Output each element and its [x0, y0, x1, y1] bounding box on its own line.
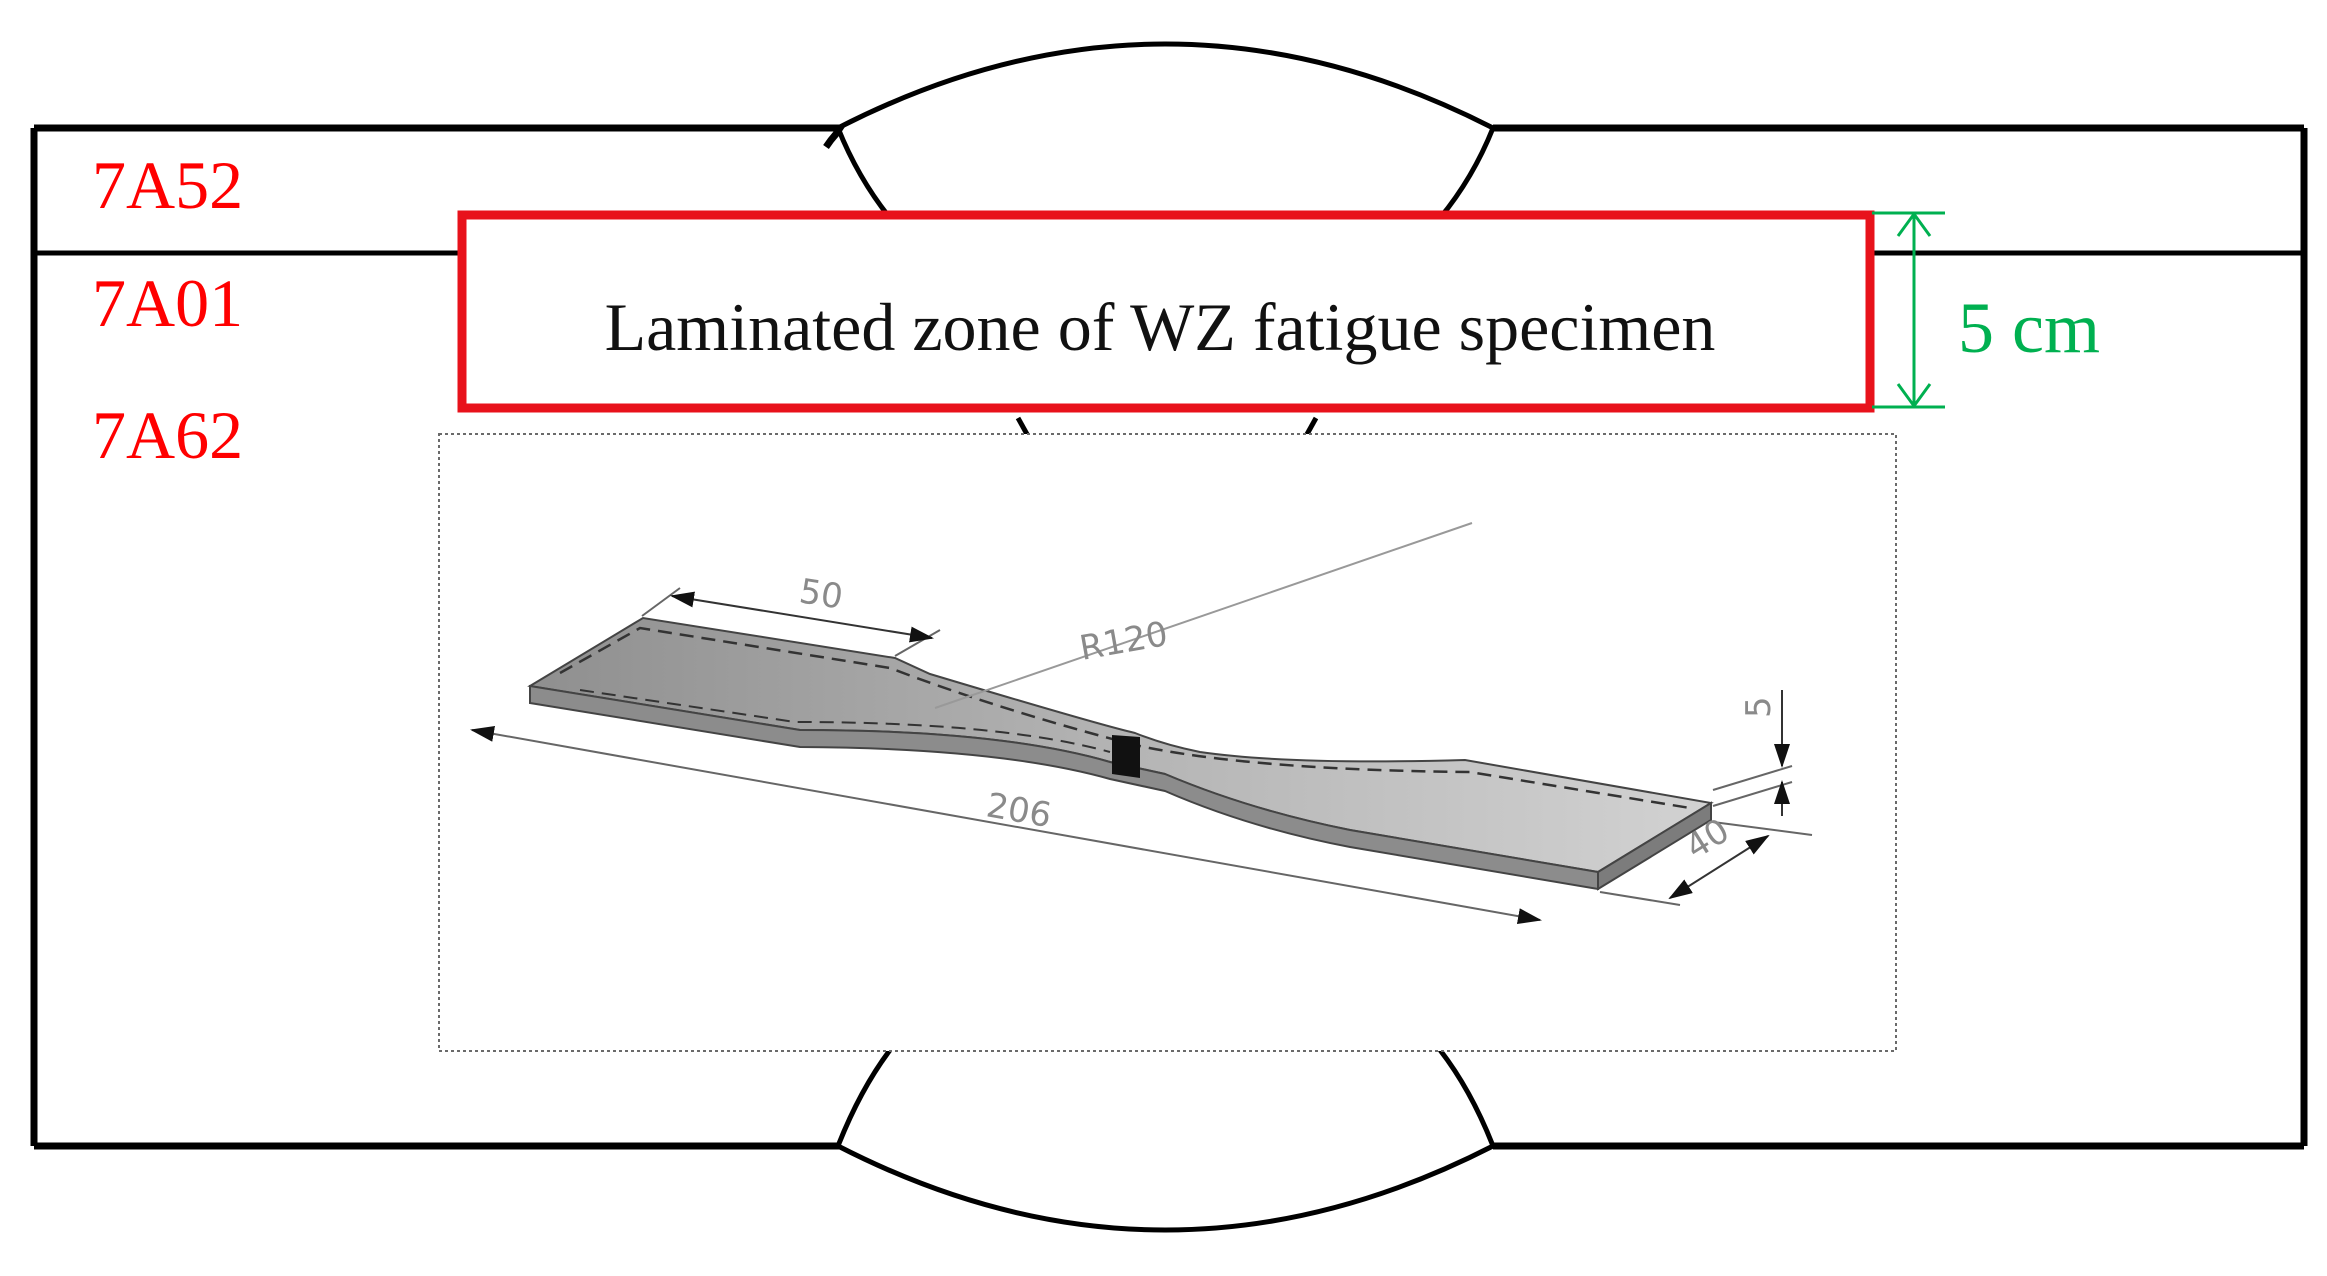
weld-zone-mid-left [1015, 416, 1031, 438]
weld-zone-mid-right [1303, 416, 1319, 438]
layer-label-7a62: 7A62 [92, 397, 243, 473]
layer-label-7a52: 7A52 [92, 147, 243, 223]
weld-bulge-bottom [836, 1143, 1495, 1233]
radius-leader-line [934, 522, 1473, 709]
specimen-right-edge [1597, 801, 1712, 891]
weld-stripe [1112, 735, 1140, 778]
total-length-dim-line [470, 725, 1542, 925]
weld-zone-bottom-left-edge [835, 1048, 893, 1147]
weld-zone-top-left-edge [835, 127, 892, 220]
specimen-thickness-label: 5 [1739, 696, 1779, 718]
grip-length-dim-line [670, 591, 934, 643]
grip-length-label: 50 [797, 571, 846, 617]
weld-zone-bottom-right-edge [1438, 1048, 1496, 1147]
laminated-zone-box [457, 210, 1875, 413]
thickness-dimension: 5 cm [1872, 211, 2100, 409]
weld-zone-top-right-edge [1438, 127, 1496, 220]
laminated-zone-label: Laminated zone of WZ fatigue specimen [605, 289, 1716, 365]
thickness-label: 5 cm [1958, 288, 2100, 368]
plate-outline [30, 124, 2308, 1150]
specimen-dashed-line-2 [579, 689, 1111, 753]
width-dim-line [1668, 834, 1770, 900]
specimen-frame [438, 433, 1897, 1052]
layer-label-7a01: 7A01 [92, 265, 243, 341]
weld-bulge-top [836, 41, 1495, 131]
